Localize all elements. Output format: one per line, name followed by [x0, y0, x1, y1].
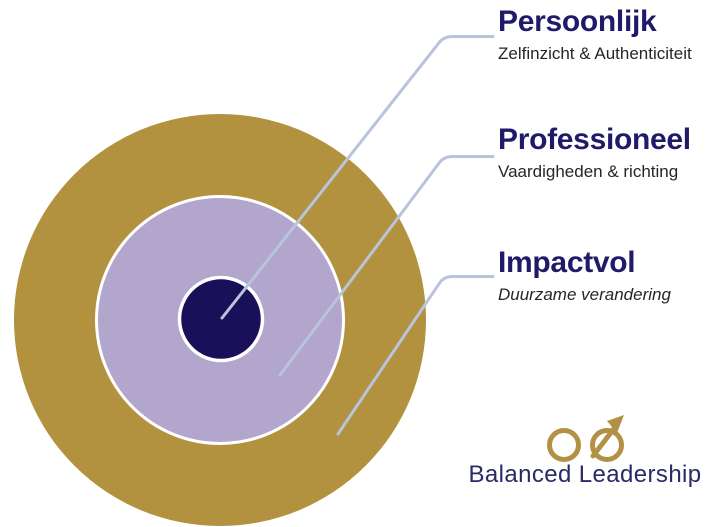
- label-impactvol: Impactvol Duurzame verandering: [498, 246, 713, 305]
- connector-line-professioneel: [278, 155, 495, 377]
- persoonlijk-subtitle: Zelfinzicht & Authenticiteit: [498, 44, 692, 63]
- logo-text: Balanced Leadership: [468, 461, 702, 488]
- persoonlijk-title: Persoonlijk: [498, 5, 657, 38]
- connector-line-impactvol: [336, 275, 495, 436]
- professioneel-title: Professioneel: [498, 123, 691, 156]
- infinity-arrow-icon: [547, 415, 624, 462]
- label-persoonlijk: Persoonlijk Zelfinzicht & Authenticiteit: [498, 5, 713, 64]
- connector-line-persoonlijk: [220, 35, 495, 320]
- impactvol-title: Impactvol: [498, 246, 636, 279]
- impactvol-subtitle: Duurzame verandering: [498, 285, 671, 304]
- balanced-leadership-logo: Balanced Leadership: [455, 402, 715, 489]
- label-professioneel: Professioneel Vaardigheden & richting: [498, 123, 713, 182]
- professioneel-subtitle: Vaardigheden & richting: [498, 162, 679, 181]
